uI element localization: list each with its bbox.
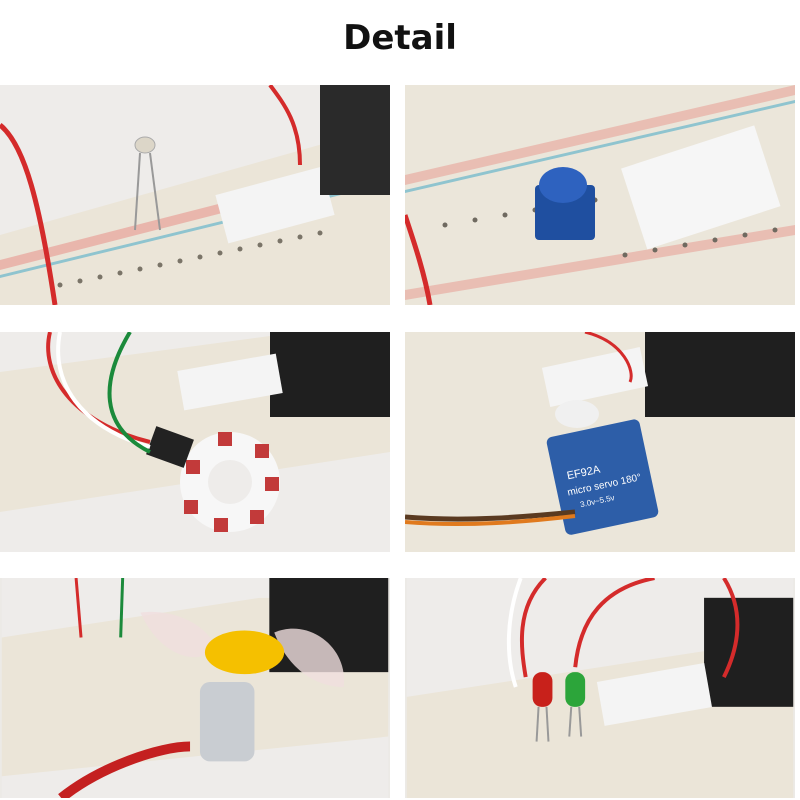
led-ring-illustration [0,332,390,552]
dc-motor-illustration [1,578,389,798]
photo-potentiometer [405,85,795,305]
photoresistor-illustration [0,85,390,305]
photo-photoresistor [0,85,390,305]
photo-leds [405,578,795,798]
page-title: Detail [343,18,457,58]
leds-illustration [406,578,794,798]
photo-dc-motor [0,578,390,798]
potentiometer-illustration [405,85,795,305]
photo-led-ring [0,332,390,552]
servo-illustration: EF92A micro servo 180° 3.0v~5.5v [405,332,795,552]
photo-servo: EF92A micro servo 180° 3.0v~5.5v [405,332,795,552]
